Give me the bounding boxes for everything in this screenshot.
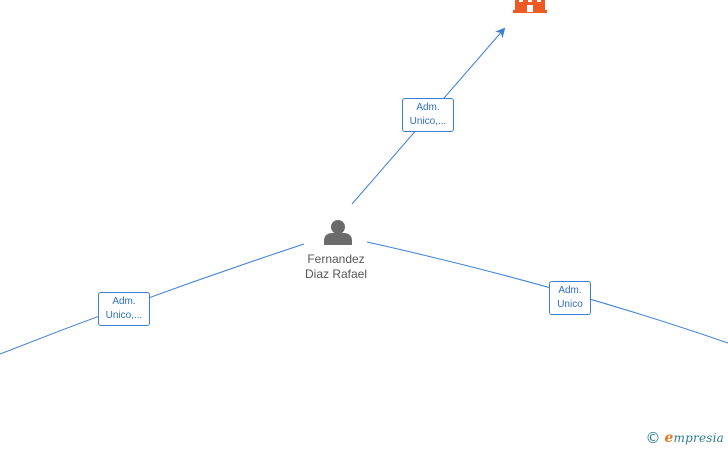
- edge-label-to-left[interactable]: Adm. Unico,...: [98, 292, 150, 326]
- empresia-watermark: © empresia: [645, 428, 724, 448]
- role-line1: Adm.: [416, 102, 440, 113]
- edge-line-to-right: [366, 241, 728, 344]
- role-line1: Adm.: [558, 285, 582, 296]
- person-name-line1: Fernandez: [307, 252, 365, 266]
- role-line2: Unico: [557, 299, 583, 310]
- person-icon[interactable]: [324, 220, 352, 245]
- edge-label-to-top-company[interactable]: Adm. Unico,...: [402, 98, 454, 132]
- brand-initial: e: [664, 430, 674, 446]
- person-name-label[interactable]: Fernandez Diaz Rafael: [286, 252, 386, 282]
- brand-logo: empresia: [664, 430, 724, 446]
- building-icon[interactable]: [513, 0, 547, 13]
- role-line1: Adm.: [112, 296, 136, 307]
- role-line2: Unico,...: [409, 116, 447, 127]
- person-name-line2: Diaz Rafael: [304, 267, 368, 281]
- brand-name: mpresia: [673, 431, 724, 445]
- role-line2: Unico,...: [105, 310, 143, 321]
- edge-line-to-left: [0, 243, 305, 355]
- edge-label-to-right[interactable]: Adm. Unico: [549, 281, 591, 315]
- copyright-icon: ©: [645, 428, 661, 447]
